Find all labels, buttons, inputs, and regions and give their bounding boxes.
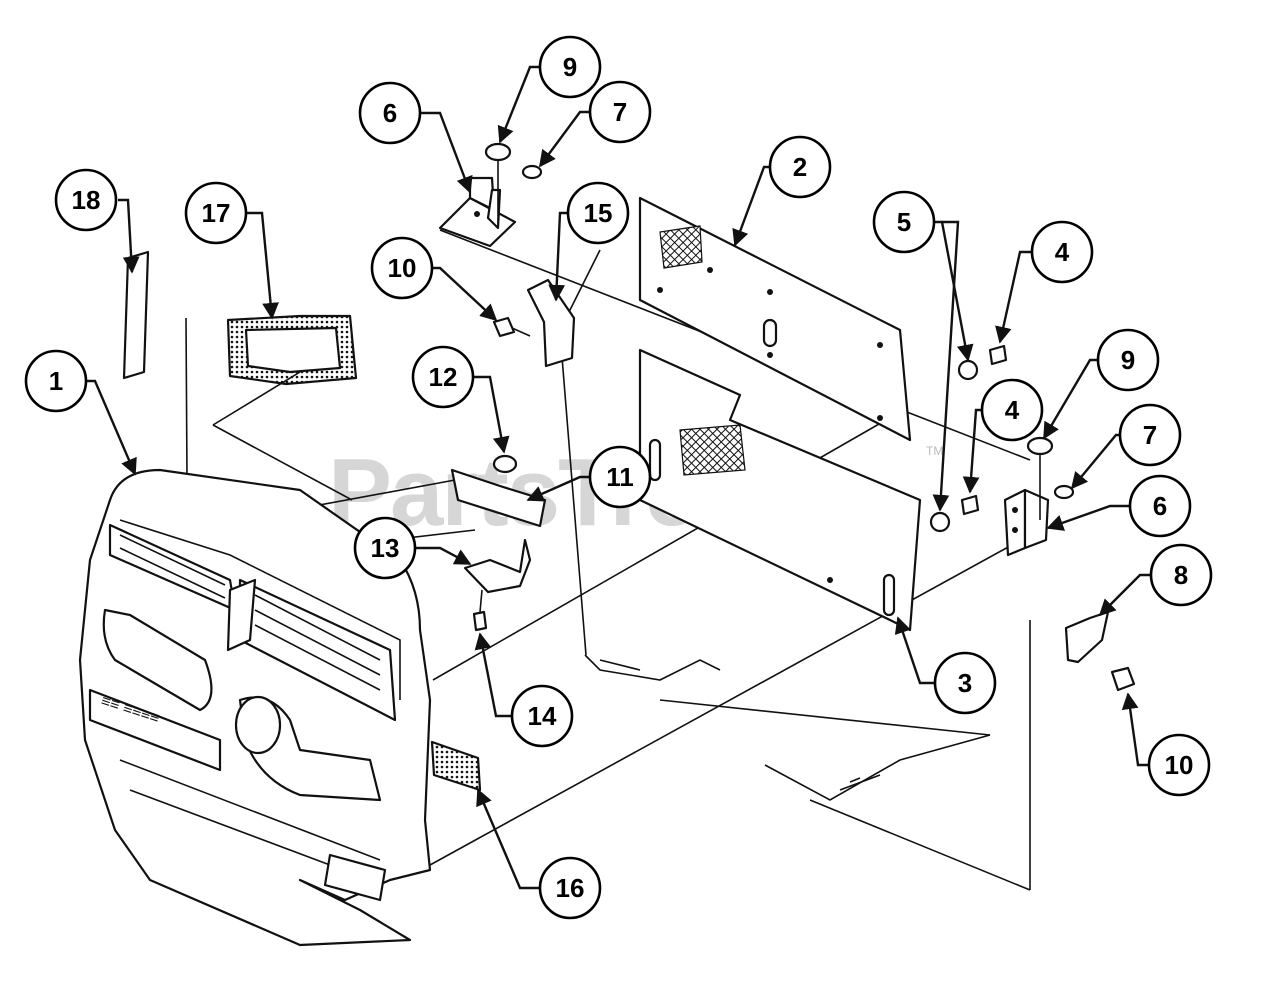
callout-6-top: 6 [358,81,422,145]
svg-text:9: 9 [563,52,577,82]
callout-10-right: 10 [1147,733,1211,797]
svg-text:14: 14 [528,701,557,731]
svg-text:17: 17 [202,198,231,228]
part-17-gasket [212,314,358,426]
callout-2: 2 [768,135,832,199]
watermark-trademark: TM [926,444,943,458]
callout-7-right: 7 [1118,403,1182,467]
callout-9-top: 9 [538,35,602,99]
callout-18: 18 [54,168,118,232]
svg-text:9: 9 [1121,345,1135,375]
part-4-screw-a [988,344,1008,366]
part-16-foam [430,740,482,792]
callout-11: 11 [588,445,652,509]
callout-14: 14 [510,684,574,748]
callout-10-top: 10 [370,236,434,300]
part-3-panel [584,348,991,801]
svg-text:8: 8 [1174,560,1188,590]
part-9-nut-right [1026,436,1054,520]
callout-8: 8 [1149,543,1213,607]
callout-15: 15 [566,181,630,245]
callout-4-lower: 4 [980,378,1044,442]
part-2-panel [638,196,912,442]
part-4-screw-b [960,494,980,516]
svg-text:12: 12 [429,362,458,392]
svg-text:2: 2 [793,152,807,182]
callout-3: 3 [933,651,997,715]
svg-text:10: 10 [388,253,417,283]
part-7-washer-top [521,164,543,180]
part-14-screw [472,589,488,632]
callout-4-upper: 4 [1030,220,1094,284]
svg-text:4: 4 [1005,395,1020,425]
part-10-bolt-top [492,316,531,338]
part-6-bracket-right [1003,488,1050,557]
svg-text:3: 3 [958,668,972,698]
svg-text:6: 6 [1153,491,1167,521]
svg-text:18: 18 [72,185,101,215]
svg-text:10: 10 [1165,750,1194,780]
part-5-nut-b [929,511,951,533]
svg-text:7: 7 [1143,420,1157,450]
part-18-decal [122,250,150,380]
callout-6-right: 6 [1128,474,1192,538]
callout-5: 5 [872,190,936,254]
part-6-bracket-top [438,176,517,248]
callout-17: 17 [184,181,248,245]
part-12-nut [492,454,518,474]
svg-text:11: 11 [606,462,634,492]
part-5-nut-a [957,359,979,381]
svg-text:16: 16 [556,873,585,903]
svg-text:15: 15 [584,198,613,228]
svg-text:6: 6 [383,98,397,128]
callout-9-right: 9 [1096,328,1160,392]
svg-text:7: 7 [613,97,627,127]
part-13-bracket [463,538,532,594]
callout-7-top: 7 [588,80,652,144]
svg-text:5: 5 [897,207,911,237]
svg-text:4: 4 [1055,237,1070,267]
part-10-bolt-right [1110,666,1136,692]
part-11-bracket [450,468,547,528]
part-1-grille: ≡≡ ≡≡≡≡ [78,468,432,947]
part-9-nut-top [484,142,512,225]
svg-text:13: 13 [371,533,400,563]
part-8-bracket [1064,610,1110,664]
svg-text:1: 1 [49,366,63,396]
callout-13: 13 [353,516,417,580]
callout-1: 1 [24,349,88,413]
part-15-bracket [526,278,576,368]
callout-16: 16 [538,856,602,920]
part-7-washer-right [1053,484,1075,500]
callout-12: 12 [411,345,475,409]
